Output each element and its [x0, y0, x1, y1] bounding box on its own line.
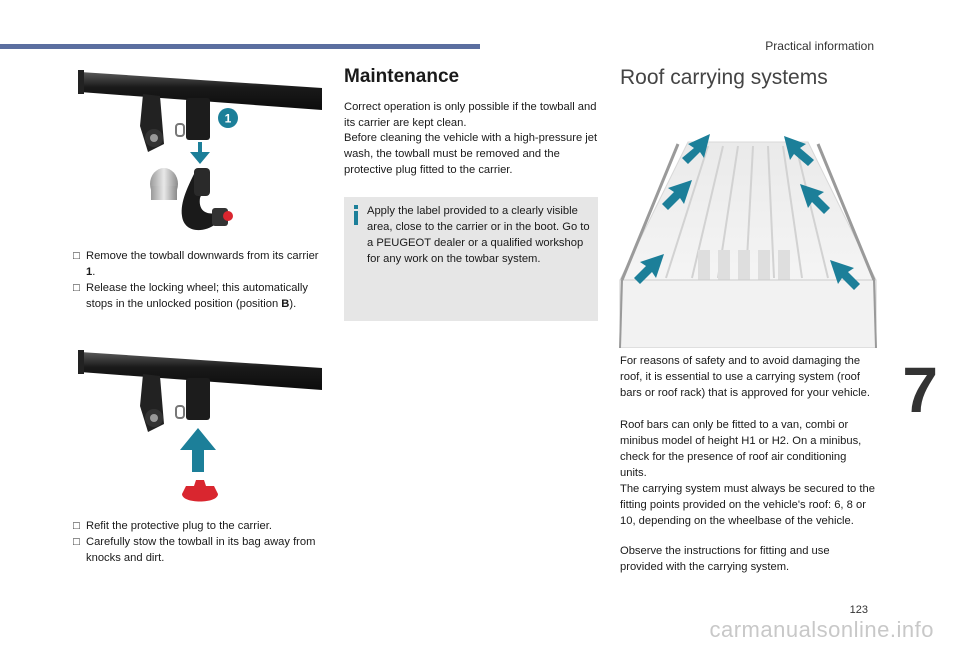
down-arrow-icon	[190, 142, 210, 164]
roof-paragraph-1: For reasons of safety and to avoid damag…	[620, 355, 870, 399]
maintenance-paragraph-2: Before cleaning the vehicle with a high-…	[344, 132, 598, 176]
up-arrow-icon	[180, 428, 216, 472]
bullet-check-icon: □	[73, 520, 80, 532]
list-item: □Carefully stow the towball in its bag a…	[73, 536, 316, 564]
list-item: □Refit the protective plug to the carrie…	[73, 520, 272, 532]
refit-steps-list: □Refit the protective plug to the carrie…	[73, 518, 323, 566]
roof-heading: Roof carrying systems	[620, 66, 828, 89]
callout-1-label: 1	[225, 112, 232, 126]
fitting-point-arrows	[634, 134, 860, 290]
header-bar	[0, 44, 480, 49]
list-item: □Release the locking wheel; this automat…	[73, 282, 309, 310]
list-item: □Remove the towball downwards from its c…	[73, 250, 319, 278]
info-text: Apply the label provided to a clearly vi…	[367, 205, 590, 265]
section-title: Practical information	[765, 39, 874, 53]
bullet-check-icon: □	[73, 536, 80, 548]
chapter-number: 7	[902, 354, 938, 426]
callout-1-badge: 1	[218, 108, 238, 128]
info-box: Apply the label provided to a clearly vi…	[344, 197, 598, 321]
roof-paragraph-4: Observe the instructions for fitting and…	[620, 545, 830, 573]
bullet-check-icon: □	[73, 282, 80, 294]
roof-paragraph-3: The carrying system must always be secur…	[620, 483, 875, 527]
roof-paragraph-2: Roof bars can only be fitted to a van, c…	[620, 419, 862, 479]
bullet-check-icon: □	[73, 250, 80, 262]
info-icon	[354, 205, 358, 225]
watermark-text: carmanualsonline.info	[709, 617, 934, 642]
plug-refit-illustration	[78, 350, 322, 502]
page-number: 123	[849, 604, 868, 616]
maintenance-paragraph-1: Correct operation is only possible if th…	[344, 101, 597, 129]
maintenance-heading: Maintenance	[344, 66, 460, 87]
towball-removal-illustration: 1	[78, 70, 322, 231]
roof-fitting-points-illustration	[619, 134, 877, 348]
protective-plug	[182, 480, 218, 502]
removal-steps-list: □Remove the towball downwards from its c…	[73, 248, 323, 312]
